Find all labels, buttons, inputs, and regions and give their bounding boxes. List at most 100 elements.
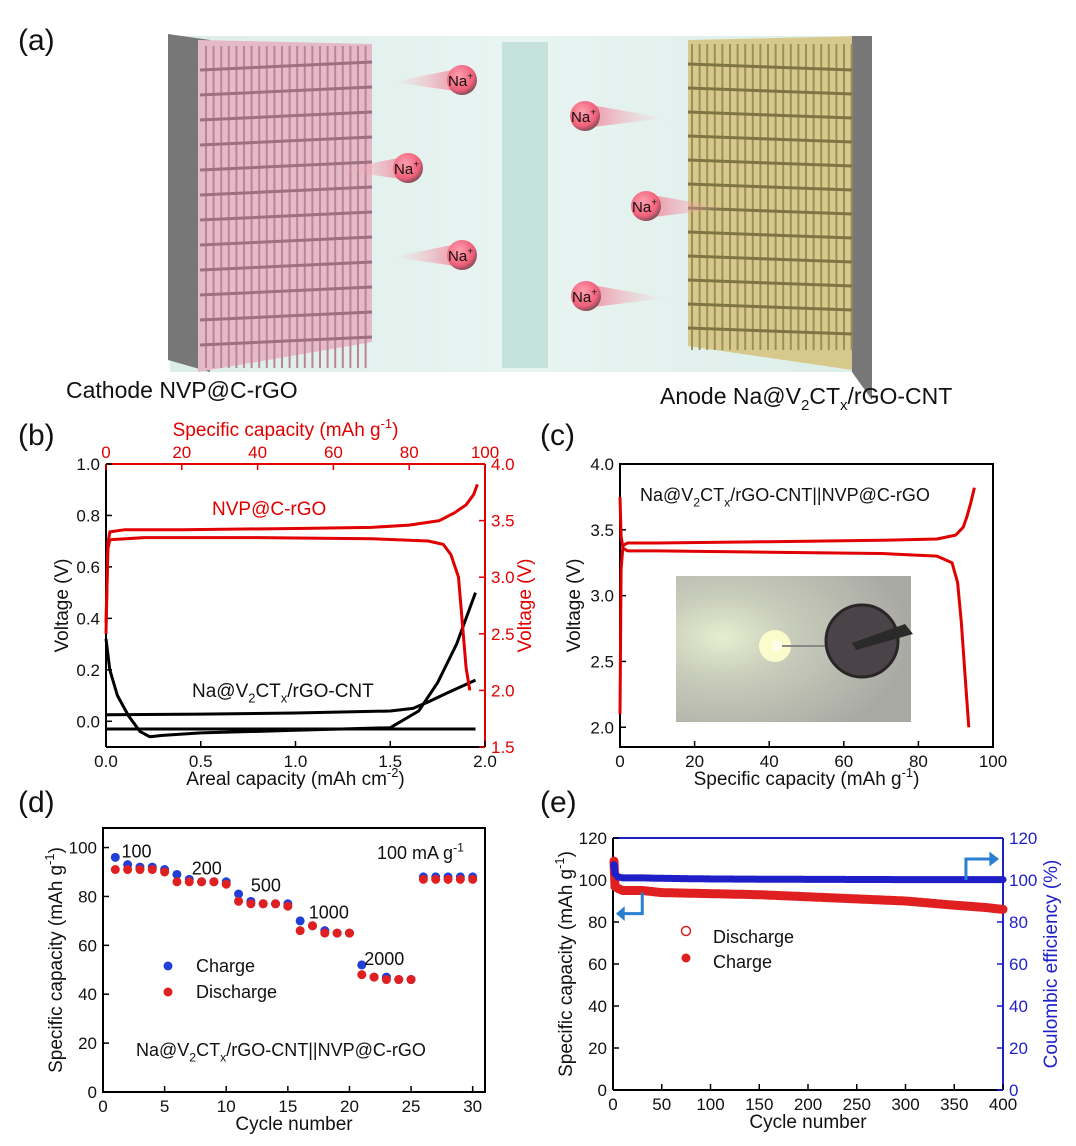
x-tick-label: 50 [652, 1095, 671, 1114]
y-tick-label: 40 [78, 985, 97, 1004]
ion-sphere [393, 153, 423, 183]
x-tick-label: 80 [909, 752, 928, 771]
sodium-ion: Na+ [392, 65, 477, 95]
x-tick-label: 0.0 [94, 752, 118, 771]
x-tick-label: 150 [745, 1095, 773, 1114]
y-axis-title: Specific capacity (mAh g-1) [42, 847, 67, 1073]
sodium-ion: Na+ [570, 101, 665, 131]
x-top-tick-label: 80 [400, 443, 419, 462]
sodium-ion: Na+ [392, 240, 477, 270]
y-tick-label: 1.0 [76, 455, 100, 474]
ion-trail [585, 104, 665, 128]
anode-electrode [687, 36, 872, 400]
data-point [357, 970, 367, 980]
y-right-tick-label: 3.5 [491, 512, 515, 531]
ion-trail [586, 284, 666, 308]
arrow-head-left [615, 906, 625, 921]
data-point [468, 874, 478, 884]
panel-a-label: (a) [18, 24, 55, 57]
y-tick-label: 60 [588, 955, 607, 974]
y-tick-label: 2.5 [590, 652, 614, 671]
inset-photo [676, 576, 913, 722]
anode-fiber-horizontal [687, 254, 853, 264]
arrow-to-left-axis [620, 892, 644, 916]
legend-marker [163, 961, 173, 971]
data-point [184, 877, 194, 887]
data-point [418, 874, 428, 884]
x-tick-label: 30 [463, 1097, 482, 1116]
ion-label: Na+ [394, 160, 419, 178]
panel-d-label: (d) [18, 786, 55, 819]
cathode-fiber-horizontal [199, 260, 373, 272]
separator-membrane [502, 42, 548, 368]
rate-label: 200 [192, 858, 222, 878]
y-tick-label: 0.2 [76, 661, 100, 680]
sodium-ion: Na+ [631, 191, 726, 221]
y-tick-label: 0.8 [76, 506, 100, 525]
rate-label: 1000 [309, 902, 349, 922]
data-point [258, 899, 268, 909]
rate-label: 500 [251, 876, 281, 896]
data-point [295, 926, 305, 936]
x-tick-label: 200 [794, 1095, 822, 1114]
y-tick-label: 60 [78, 936, 97, 955]
y-tick-label: 3.0 [590, 587, 614, 606]
series-line-1 [105, 678, 477, 717]
y-axis-title: Specific capacity (mAh g-1) [552, 851, 577, 1077]
x-axis-title: Cycle number [235, 1114, 353, 1135]
ion-label: Na+ [448, 72, 473, 90]
data-point [295, 916, 305, 926]
data-point [369, 972, 379, 982]
y-tick-label: 40 [588, 997, 607, 1016]
ion-label: Na+ [571, 108, 596, 126]
data-band [609, 856, 1008, 914]
data-point [246, 899, 256, 909]
anode-fiber-horizontal [687, 86, 853, 96]
arrow-to-right-axis [964, 857, 992, 880]
y-right-tick-label: 2.0 [491, 681, 515, 700]
rate-label: 2000 [364, 949, 404, 969]
y-tick-label: 2.0 [590, 718, 614, 737]
x-axis-title: Cycle number [749, 1112, 867, 1133]
data-point [271, 899, 281, 909]
ion-trail [338, 156, 408, 180]
series-coulombic-efficiency [609, 861, 1007, 884]
led-bulb [772, 641, 782, 651]
x-tick-label: 0 [608, 1095, 617, 1114]
y-right-tick-label: 3.0 [491, 568, 515, 587]
panel-b-label: (b) [18, 419, 55, 452]
data-point [307, 921, 317, 931]
ion-sphere [631, 191, 661, 221]
data-point [123, 865, 133, 875]
cathode-fiber-horizontal [199, 210, 373, 222]
plot-frame [102, 827, 486, 1093]
cathode-fiber-horizontal [199, 185, 373, 197]
x-axis-title: Areal capacity (mAh cm-2) [186, 765, 404, 790]
series-line-0 [104, 592, 477, 739]
x-tick-label: 40 [760, 752, 779, 771]
y-right-axis-title: Coulombic efficiency (%) [1041, 860, 1062, 1069]
data-point [431, 874, 441, 884]
data-point [172, 869, 182, 879]
series-capacity [609, 856, 1008, 914]
anode-fiber-horizontal [687, 62, 853, 72]
data-point [135, 865, 145, 875]
y-axis-title: Voltage (V) [52, 559, 73, 653]
x-tick-label: 0 [615, 752, 624, 771]
cathode-fiber-horizontal [199, 60, 373, 72]
x-top-tick-label: 60 [324, 443, 343, 462]
x-tick-label: 20 [685, 752, 704, 771]
ion-sphere [447, 65, 477, 95]
data-point [110, 865, 120, 875]
y-tick-label: 80 [588, 913, 607, 932]
x-top-axis-title: Specific capacity (mAh g-1) [173, 416, 399, 441]
cathode-label: Cathode NVP@C-rGO [66, 377, 298, 403]
anode-fiber-horizontal [687, 326, 853, 336]
annotation-nvp: NVP@C-rGO [212, 499, 326, 520]
ion-trail [392, 243, 462, 267]
y-right-tick-label: 2.5 [491, 625, 515, 644]
data-point [160, 867, 170, 877]
data-point [283, 901, 293, 911]
